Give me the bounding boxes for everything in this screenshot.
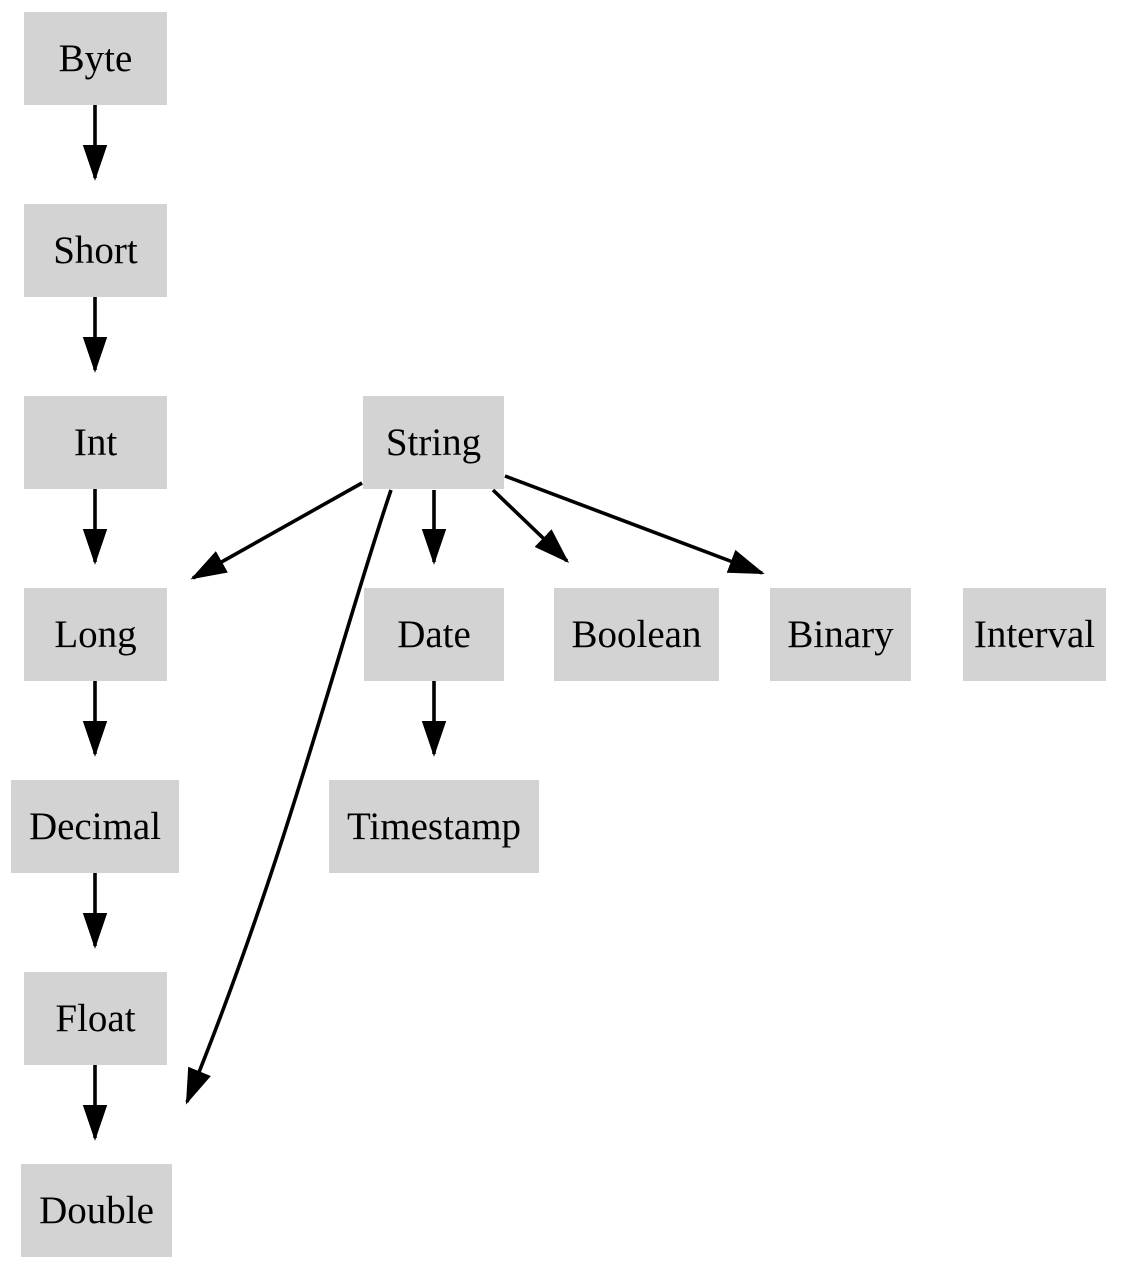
node-string[interactable]: String [363,396,504,489]
node-binary[interactable]: Binary [770,588,911,681]
node-float[interactable]: Float [24,972,167,1065]
node-boolean[interactable]: Boolean [554,588,719,681]
node-int[interactable]: Int [24,396,167,489]
node-label-int: Int [73,421,118,464]
node-label-byte: Byte [58,37,133,80]
node-interval[interactable]: Interval [963,588,1106,681]
node-long[interactable]: Long [24,588,167,681]
node-byte[interactable]: Byte [24,12,167,105]
node-label-decimal: Decimal [28,805,162,848]
node-double[interactable]: Double [21,1164,172,1257]
node-label-interval: Interval [973,613,1096,656]
edge-string-binary [504,474,765,575]
node-date[interactable]: Date [364,588,504,681]
node-label-float: Float [55,997,136,1040]
edge-string-boolean [491,488,570,563]
node-label-boolean: Boolean [571,613,702,656]
node-label-short: Short [53,229,138,272]
node-timestamp[interactable]: Timestamp [329,780,539,873]
node-label-double: Double [39,1189,154,1232]
node-label-binary: Binary [787,613,894,656]
node-label-string: String [385,421,482,464]
node-label-long: Long [54,613,137,656]
node-decimal[interactable]: Decimal [11,780,179,873]
edge-string-long [190,481,363,580]
node-short[interactable]: Short [24,204,167,297]
node-label-timestamp: Timestamp [346,805,522,848]
node-label-date: Date [397,613,471,656]
